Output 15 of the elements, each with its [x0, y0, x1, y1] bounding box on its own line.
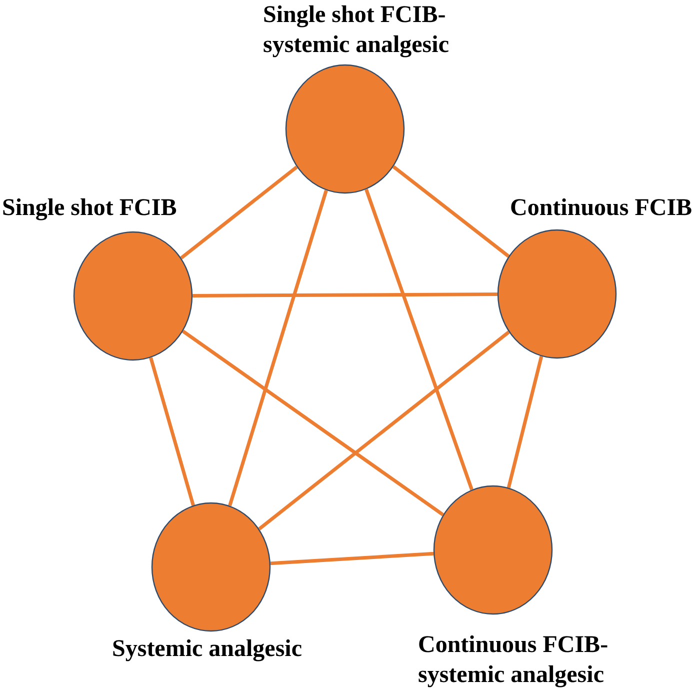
connector-line: [180, 166, 298, 260]
node-label: Single shot FCIB-systemic analgesic: [263, 1, 450, 60]
connector-line: [149, 357, 195, 506]
connector-line: [228, 190, 328, 506]
connector-line: [182, 330, 444, 516]
node-label: Systemic analgesic: [112, 635, 302, 664]
connector-line: [506, 356, 544, 488]
node-label: Continuous FCIB-systemic analgesic: [418, 631, 610, 690]
node-label: Single shot FCIB: [2, 194, 177, 223]
connector-line: [192, 292, 498, 298]
connector-line: [258, 330, 510, 530]
connector-line: [270, 552, 434, 566]
connector-line: [364, 188, 474, 490]
node-label: Continuous FCIB: [510, 194, 692, 223]
connector-line: [392, 165, 510, 258]
